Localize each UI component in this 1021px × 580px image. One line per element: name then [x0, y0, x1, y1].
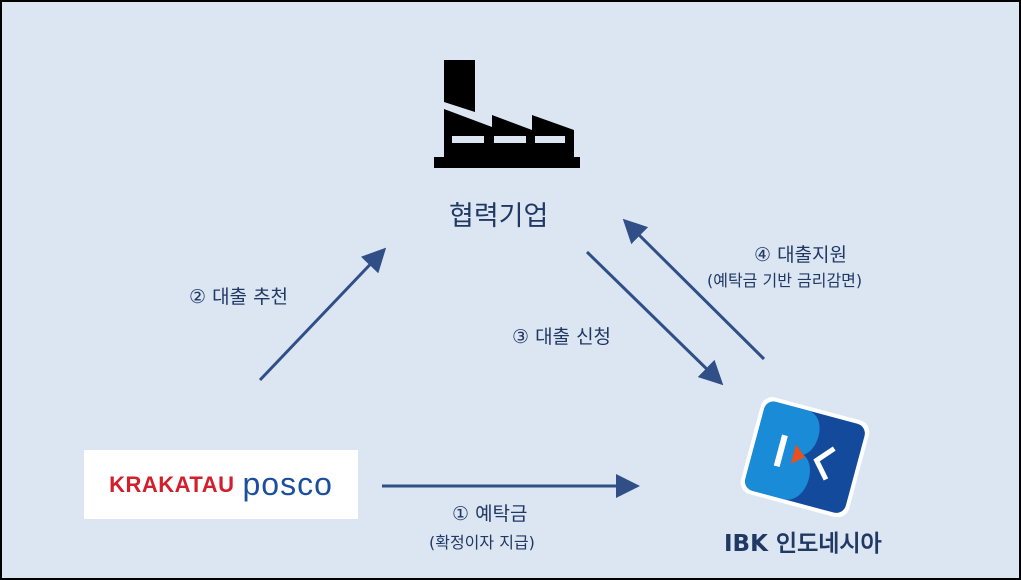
step3-label: ③ 대출 신청	[512, 326, 612, 348]
step1-label: ① 예탁금	[452, 503, 528, 525]
posco-text: posco	[242, 466, 333, 502]
step1-sub: (확정이자 지급)	[429, 533, 535, 552]
krakatau-text: KRAKATAU	[109, 471, 235, 497]
step4-label: ④ 대출지원	[754, 244, 847, 266]
step4-sub: (예탁금 기반 금리감면)	[707, 271, 863, 290]
ibk-logo	[740, 397, 870, 517]
krakatau-posco-logo: KRAKATAU posco	[84, 450, 358, 519]
arrow-step4	[622, 218, 766, 361]
step2-label: ② 대출 추천	[189, 286, 289, 308]
ibk-label: IBK 인도네시아	[724, 531, 882, 557]
arrow-step2	[258, 247, 387, 382]
partner-label: 협력기업	[449, 201, 549, 232]
factory-icon	[434, 60, 580, 168]
arrow-step3	[585, 250, 724, 386]
